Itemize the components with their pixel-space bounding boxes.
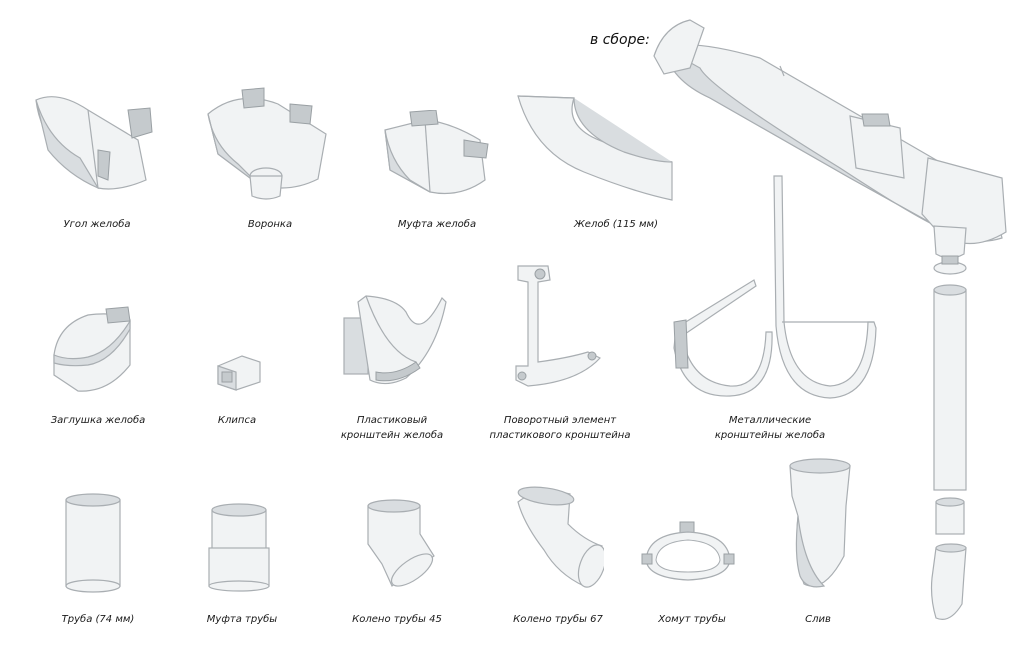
gutter-end-cap-image bbox=[53, 306, 131, 392]
elbow-67-label: Колено трубы 67 bbox=[513, 614, 603, 625]
elbow-45-image bbox=[367, 499, 435, 587]
gutter-coupling-image bbox=[384, 110, 489, 195]
gutter-corner-label: Угол желоба bbox=[63, 219, 131, 230]
gutter-coupling-label: Муфта желоба bbox=[397, 219, 477, 230]
pipe-label: Труба (74 мм) bbox=[61, 614, 135, 625]
gutter-corner-image bbox=[35, 96, 153, 190]
rotary-element-image bbox=[515, 265, 601, 387]
assembly-label: в сборе: bbox=[590, 32, 650, 48]
pipe-coupling-image bbox=[208, 503, 270, 592]
funnel-image bbox=[207, 87, 327, 200]
metal-brackets-image bbox=[673, 175, 877, 399]
pipe-clamp-label: Хомут трубы bbox=[658, 614, 726, 625]
gutter-image bbox=[517, 95, 673, 201]
pipe-coupling-label: Муфта трубы bbox=[206, 614, 278, 625]
pipe-clamp-image bbox=[641, 521, 735, 581]
plastic-bracket-image bbox=[343, 295, 447, 385]
gutter-label: Желоб (115 мм) bbox=[574, 219, 658, 230]
elbow-45-label: Колено трубы 45 bbox=[352, 614, 442, 625]
drain-outlet-image bbox=[789, 458, 851, 588]
clip-image bbox=[217, 355, 261, 391]
gutter-end-cap-label: Заглушка желоба bbox=[50, 415, 146, 426]
elbow-67-image bbox=[517, 486, 604, 588]
rotary-element-label-line2: пластикового кронштейна bbox=[489, 430, 631, 441]
funnel-label: Воронка bbox=[247, 219, 293, 230]
rotary-element-label-line1: Поворотный элемент bbox=[503, 415, 617, 426]
clip-label: Клипса bbox=[217, 415, 257, 426]
plastic-bracket-label-line1: Пластиковый bbox=[356, 415, 428, 426]
metal-brackets-label-line2: кронштейны желоба bbox=[714, 430, 826, 441]
drain-outlet-label: Слив bbox=[805, 614, 831, 625]
pipe-image bbox=[65, 493, 121, 593]
metal-brackets-label-line1: Металлические bbox=[728, 415, 812, 426]
plastic-bracket-label-line2: кронштейн желоба bbox=[340, 430, 444, 441]
assembled-system-image bbox=[653, 19, 1007, 620]
